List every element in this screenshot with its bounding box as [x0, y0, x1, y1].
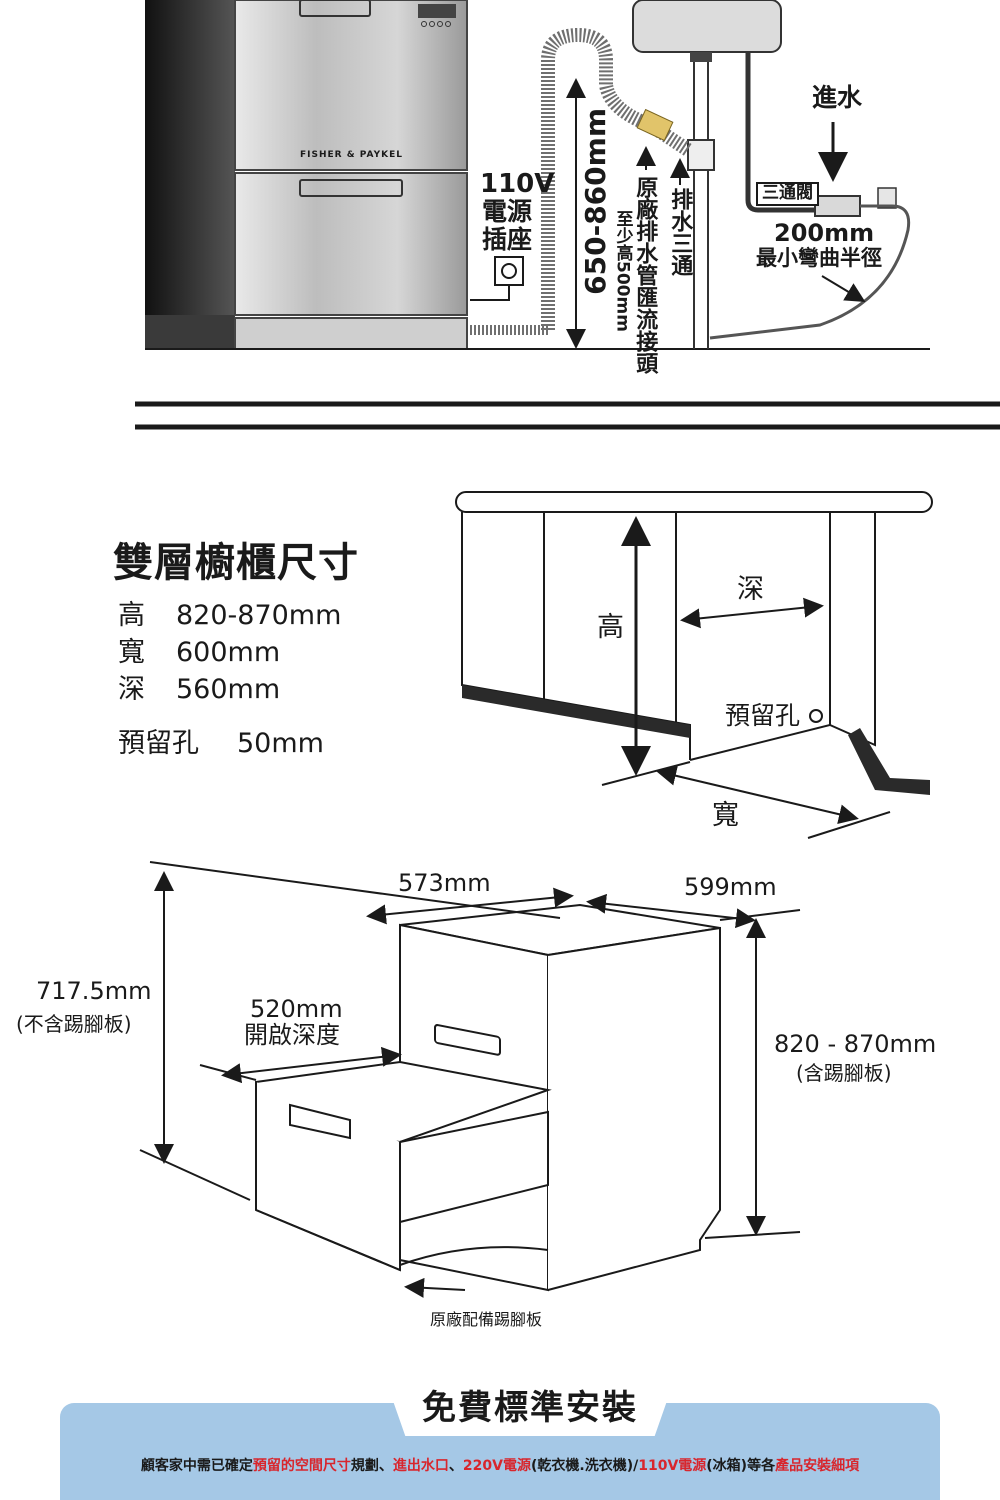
- cabinet-hole-mark: 預留孔: [725, 701, 801, 730]
- notice-highlight: 220V電源: [462, 1458, 531, 1474]
- appliance-width-label: 599mm: [684, 873, 777, 901]
- drawer-handle: [434, 1024, 501, 1056]
- height-without-kickplate-note: (不含踢腳板): [16, 1012, 132, 1036]
- notice-segment: (冰箱)等各: [706, 1458, 776, 1474]
- drain-connector-icon: [636, 108, 674, 142]
- cabinet-depth-mark: 深: [737, 574, 764, 605]
- reserved-hole-spec-label: 預留孔: [118, 728, 199, 759]
- notice-highlight: 110V電源: [638, 1458, 707, 1474]
- water-inlet-label: 進水: [812, 83, 863, 112]
- control-display: [418, 4, 456, 18]
- drain-tee-label: 排水三通: [667, 188, 693, 276]
- free-install-headline: 免費標準安裝: [422, 1388, 638, 1428]
- cabinet-diagram: [455, 491, 933, 839]
- notice-segment: (乾衣機.洗衣機)/: [530, 1458, 639, 1474]
- sink-basin: [632, 0, 782, 53]
- drawer-open-depth-label: 開啟深度: [244, 1021, 340, 1049]
- height-with-kickplate-note: (含踢腳板): [796, 1061, 892, 1085]
- drawer-handle: [299, 179, 403, 197]
- notice-segment: 顧客家中需已確定: [140, 1458, 253, 1474]
- notice-highlight: 進出水口: [392, 1458, 449, 1474]
- kickplate-note-label: 原廠配備踢腳板: [430, 1310, 543, 1329]
- upper-drawer: [234, 0, 468, 171]
- notice-segment: 規劃、: [350, 1458, 393, 1474]
- bend-radius-label: 最小彎曲半徑: [756, 246, 882, 270]
- lower-drawer: [234, 172, 468, 316]
- reserved-hole-icon: [809, 709, 823, 723]
- height-without-kickplate-label: 717.5mm: [36, 977, 152, 1005]
- power-socket-icon: [494, 256, 524, 286]
- three-way-valve-label: 三通閥: [756, 182, 819, 206]
- drain-height-label: 650-860mm: [579, 108, 612, 295]
- drawer-open-depth-value: 520mm: [250, 995, 343, 1023]
- kickplate: [234, 317, 468, 350]
- cabinet-side-panel: [145, 0, 235, 315]
- three-way-valve-icon: [814, 195, 861, 217]
- drain-hose-label: 原廠排水管匯流接頭: [632, 176, 658, 374]
- appliance-side: [547, 926, 721, 1291]
- height-with-kickplate-label: 820 - 870mm: [774, 1030, 937, 1058]
- notice-highlight: 產品安裝細項: [775, 1458, 860, 1474]
- install-notice: 顧客家中需已確定預留的空間尺寸規劃、進出水口、220V電源(乾衣機.洗衣機)/1…: [0, 1455, 1000, 1475]
- drain-tee-icon: [687, 139, 715, 171]
- bend-radius-value: 200mm: [774, 219, 875, 247]
- notice-segment: 、: [448, 1458, 463, 1474]
- appliance-diagram: [139, 861, 801, 1298]
- power-voltage-label: 110V: [480, 169, 555, 199]
- install-banner-tab: [385, 1378, 675, 1436]
- countertop: [455, 491, 933, 513]
- reserved-hole-spec-value: 50mm: [237, 728, 324, 759]
- notice-highlight: 預留的空間尺寸: [252, 1458, 351, 1474]
- cabinet-height-mark: 高: [597, 612, 624, 643]
- power-socket-label: 電源插座: [482, 197, 533, 254]
- cabinet-width-mark: 寬: [712, 800, 739, 831]
- brand-logo-text: FISHER & PAYKEL: [300, 150, 403, 160]
- installation-diagram: [145, 0, 930, 350]
- cabinet-title: 雙層櫥櫃尺寸: [113, 540, 359, 586]
- drawer-handle: [299, 0, 371, 17]
- drain-hose-min-label: 至少高500mm: [612, 210, 633, 332]
- appliance-depth-label: 573mm: [398, 869, 491, 897]
